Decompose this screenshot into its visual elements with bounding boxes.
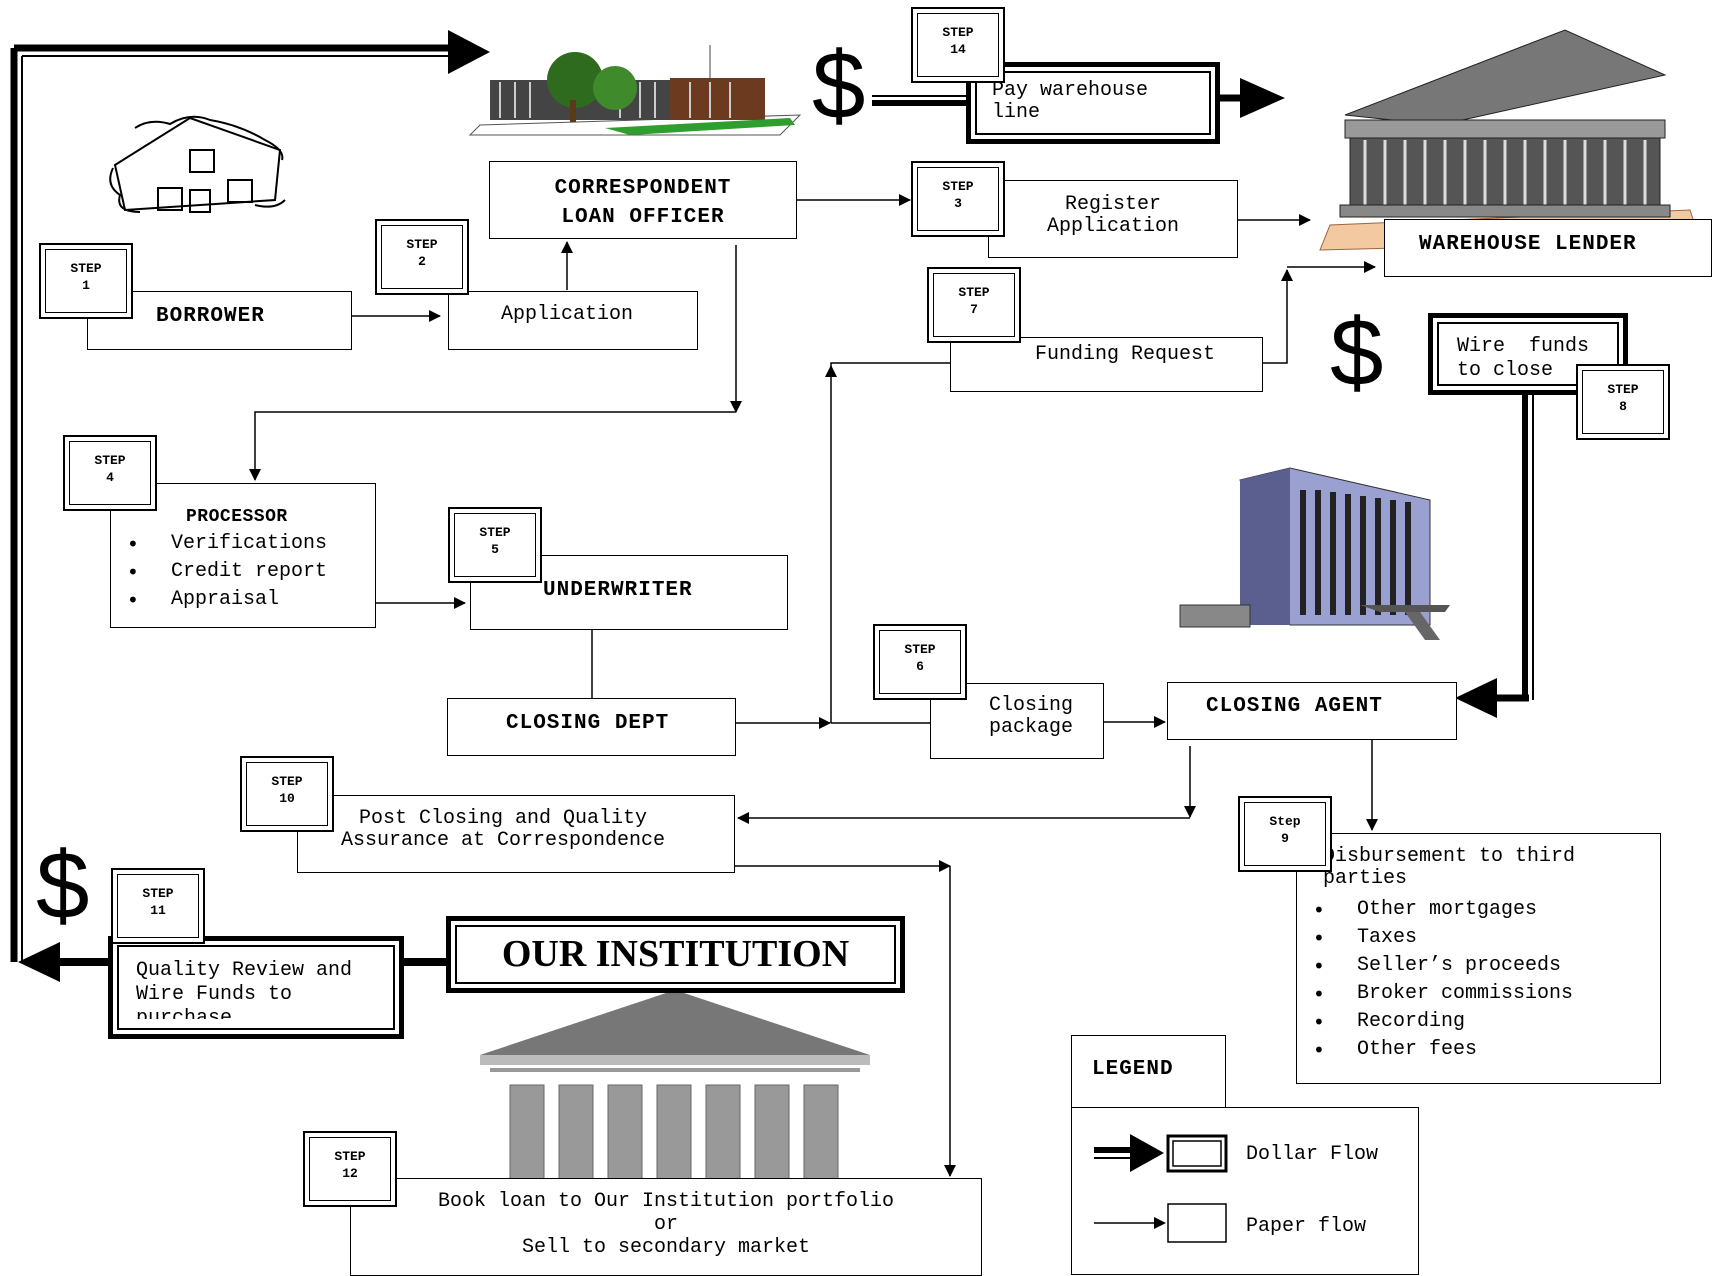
disbursement-item: Taxes bbox=[1297, 924, 1573, 952]
closing-agent-label: CLOSING AGENT bbox=[1206, 695, 1383, 718]
legend-title: LEGEND bbox=[1092, 1058, 1174, 1081]
post-closing-box: Post Closing and Quality Assurance at Co… bbox=[297, 795, 735, 873]
pay-warehouse-line-box: Pay warehouse line bbox=[966, 62, 1220, 144]
dollar-sign-right: $ bbox=[1330, 299, 1384, 406]
legend-dollar-flow-symbol bbox=[1094, 1134, 1228, 1173]
warehouse-lender-building-icon bbox=[1319, 29, 1701, 251]
underwriter-label: UNDERWRITER bbox=[543, 579, 693, 602]
office-building-icon bbox=[468, 45, 802, 136]
application-label: Application bbox=[501, 303, 634, 326]
disbursement-box: Disbursement to third parties Other mort… bbox=[1296, 833, 1661, 1084]
processor-title: PROCESSOR bbox=[186, 507, 288, 527]
processor-item: Appraisal bbox=[111, 586, 327, 614]
legend-dollar-flow-label: Dollar Flow bbox=[1246, 1143, 1379, 1166]
disbursement-item: Other fees bbox=[1297, 1036, 1573, 1064]
processor-box: PROCESSOR Verifications Credit report Ap… bbox=[110, 483, 376, 628]
disbursement-item: Recording bbox=[1297, 1008, 1573, 1036]
legend: LEGEND Dollar Flow Paper flow bbox=[1071, 1035, 1419, 1275]
dollar-flow-lines bbox=[10, 30, 1534, 982]
borrower-label: BORROWER bbox=[156, 305, 265, 328]
book-loan-label: Book loan to Our Institution portfolio o… bbox=[437, 1190, 895, 1259]
processor-item: Verifications bbox=[111, 530, 327, 558]
register-application-label: Register Application bbox=[1046, 193, 1180, 238]
correspondent-loan-officer-label: CORRESPONDENT LOAN OFFICER bbox=[554, 177, 732, 229]
funding-request-box: Funding Request bbox=[950, 337, 1263, 392]
pay-warehouse-line-label: Pay warehouse line bbox=[992, 79, 1149, 124]
processor-item: Credit report bbox=[111, 558, 327, 586]
quality-review-box: Quality Review and Wire Funds to purchas… bbox=[108, 936, 404, 1039]
disbursement-item: Broker commissions bbox=[1297, 980, 1573, 1008]
legend-title-box: LEGEND bbox=[1071, 1035, 1226, 1108]
dollar-sign-left: $ bbox=[36, 832, 90, 939]
our-institution-temple-icon bbox=[480, 990, 870, 1186]
closing-dept-label: CLOSING DEPT bbox=[506, 712, 670, 735]
disbursement-item: Seller’s proceeds bbox=[1297, 952, 1573, 980]
post-closing-label: Post Closing and Quality Assurance at Co… bbox=[340, 807, 666, 852]
correspondent-loan-officer-box: CORRESPONDENT LOAN OFFICER bbox=[489, 161, 797, 239]
dollar-sign-top: $ bbox=[812, 32, 866, 139]
application-box: Application bbox=[448, 291, 698, 350]
closing-agent-box: CLOSING AGENT bbox=[1167, 682, 1457, 740]
warehouse-lender-label: WAREHOUSE LENDER bbox=[1419, 233, 1637, 256]
processor-items: Verifications Credit report Appraisal bbox=[111, 530, 327, 614]
closing-dept-box: CLOSING DEPT bbox=[447, 698, 736, 756]
legend-paper-flow-symbol bbox=[1094, 1203, 1227, 1243]
warehouse-lender-box: WAREHOUSE LENDER bbox=[1384, 219, 1712, 277]
disbursement-title: Disbursement to third parties bbox=[1323, 845, 1576, 890]
closing-agent-building-icon bbox=[1179, 467, 1450, 640]
quality-review-label: Quality Review and Wire Funds to purchas… bbox=[136, 959, 353, 1019]
legend-paper-flow-label: Paper flow bbox=[1246, 1215, 1367, 1238]
register-application-box: Register Application bbox=[988, 180, 1238, 258]
wire-funds-to-close-label: Wire funds to close bbox=[1457, 335, 1590, 382]
our-institution-title: OUR INSTITUTION bbox=[501, 933, 850, 975]
legend-body-box: Dollar Flow Paper flow bbox=[1071, 1107, 1419, 1275]
disbursement-items: Other mortgages Taxes Seller’s proceeds … bbox=[1297, 896, 1573, 1064]
underwriter-box: UNDERWRITER bbox=[470, 555, 788, 630]
disbursement-item: Other mortgages bbox=[1297, 896, 1573, 924]
our-institution-box: OUR INSTITUTION bbox=[446, 916, 905, 993]
book-loan-box: Book loan to Our Institution portfolio o… bbox=[350, 1178, 982, 1276]
closing-package-label: Closing package bbox=[989, 694, 1074, 739]
funding-request-label: Funding Request bbox=[1035, 343, 1216, 366]
house-icon bbox=[109, 115, 286, 213]
